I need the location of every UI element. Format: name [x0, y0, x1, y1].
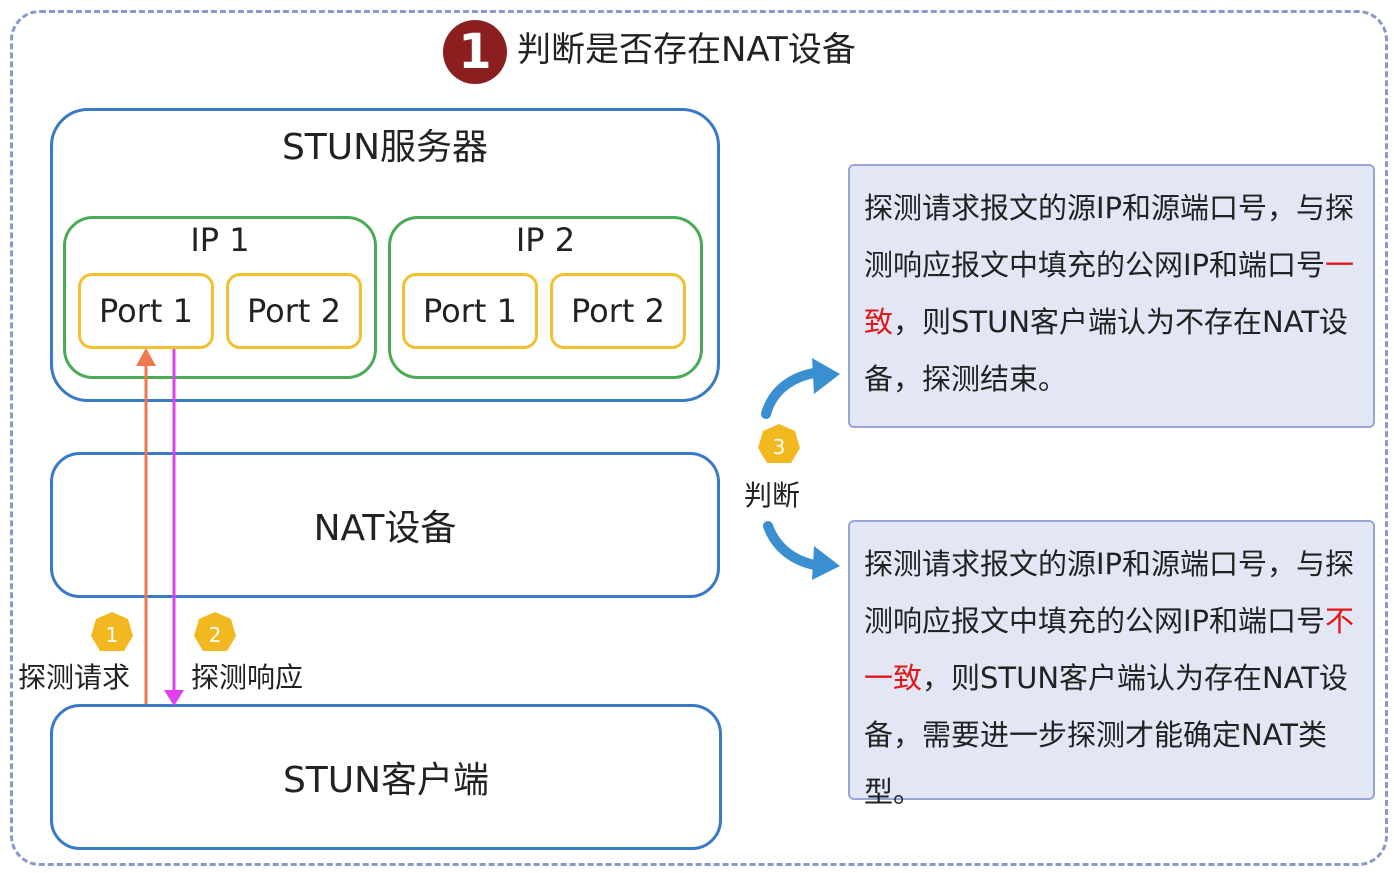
consistent-branch-arrow	[761, 358, 840, 419]
consistent-highlight: 一致	[864, 248, 1355, 339]
inconsistent-result-box: 探测请求报文的源IP和源端口号，与探测响应报文中填充的公网IP和端口号不一致，则…	[848, 520, 1375, 809]
step-number-badge: 1	[443, 20, 507, 84]
consistent-text-before: 探测请求报文的源IP和源端口号，与探测响应报文中填充的公网IP和端口号	[864, 191, 1355, 282]
step-number: 1	[458, 24, 492, 80]
ip2-box	[388, 216, 703, 379]
request-arrow-head	[136, 348, 156, 366]
judge-step-number: 3	[773, 435, 786, 459]
diagram-title: 判断是否存在NAT设备	[517, 30, 856, 70]
ip1-box	[63, 216, 377, 379]
ip1-port1-box: Port 1	[78, 273, 214, 349]
response-step-badge: 2	[194, 612, 236, 651]
ip2-port2-box: Port 2	[550, 273, 686, 349]
nat-device-label: NAT设备	[313, 508, 457, 549]
ip1-port2-label: Port 2	[247, 292, 341, 330]
stun-client-box: STUN客户端	[50, 704, 722, 850]
request-label: 探测请求	[18, 661, 131, 694]
stun-server-title: STUN服务器	[281, 127, 489, 168]
nat-device-box: NAT设备	[50, 452, 720, 598]
request-step-number: 1	[106, 623, 119, 647]
consistent-result-box: 探测请求报文的源IP和源端口号，与探测响应报文中填充的公网IP和端口号一致，则S…	[848, 164, 1375, 428]
request-step-badge: 1	[91, 612, 133, 651]
ip1-port2-box: Port 2	[226, 273, 362, 349]
consistent-text-after: ，则STUN客户端认为不存在NAT设备，探测结束。	[864, 305, 1349, 396]
stun-server-box	[50, 108, 720, 402]
ip2-port1-label: Port 1	[423, 292, 517, 330]
ip2-port1-box: Port 1	[402, 273, 538, 349]
ip1-label: IP 1	[190, 221, 250, 259]
judge-step-badge: 3	[758, 424, 800, 463]
response-arrow-head	[164, 690, 184, 706]
ip2-port2-label: Port 2	[571, 292, 665, 330]
ip2-label: IP 2	[515, 221, 576, 259]
ip1-port1-label: Port 1	[99, 292, 193, 330]
diagram-frame	[10, 10, 1388, 866]
inconsistent-text-after: ，则STUN客户端认为存在NAT设备，需要进一步探测才能确定NAT类型。	[864, 661, 1349, 809]
inconsistent-highlight: 不一致	[864, 604, 1355, 695]
inconsistent-branch-arrow	[763, 521, 840, 580]
stun-client-label: STUN客户端	[282, 760, 490, 801]
inconsistent-text-before: 探测请求报文的源IP和源端口号，与探测响应报文中填充的公网IP和端口号	[864, 547, 1355, 638]
judge-label: 判断	[744, 479, 801, 512]
response-label: 探测响应	[191, 661, 304, 694]
response-step-number: 2	[209, 623, 222, 647]
